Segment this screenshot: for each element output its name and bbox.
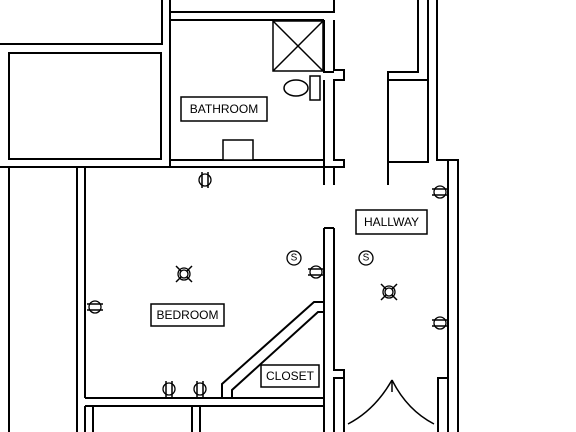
hallway-label: HALLWAY [355, 209, 428, 235]
bedroom-label-text: BEDROOM [156, 308, 218, 322]
ceiling-light-icon [175, 265, 193, 283]
bathroom-label: BATHROOM [180, 96, 268, 122]
hallway-label-text: HALLWAY [364, 215, 419, 229]
switch-letter: S [291, 253, 298, 264]
duplex-outlet-icon [308, 265, 324, 279]
shower-stall [272, 20, 324, 72]
closet-walls [221, 301, 324, 398]
hallway-walls [387, 0, 459, 432]
duplex-outlet-icon [162, 381, 176, 397]
duplex-outlet-icon [87, 300, 103, 314]
toilet [283, 75, 321, 101]
upper-left-wall [0, 0, 171, 168]
bedroom-label: BEDROOM [150, 303, 225, 327]
bedroom-walls [8, 167, 345, 432]
bathroom-label-text: BATHROOM [190, 102, 258, 116]
duplex-outlet-icon [198, 172, 212, 188]
double-door [334, 377, 448, 432]
duplex-outlet-icon [193, 381, 207, 397]
closet-label: CLOSET [260, 364, 320, 388]
switch-icon: S [286, 250, 302, 266]
switch-letter: S [363, 253, 370, 264]
duplex-outlet-icon [432, 316, 448, 330]
duplex-outlet-icon [432, 185, 448, 199]
ceiling-light-icon [380, 283, 398, 301]
closet-label-text: CLOSET [266, 369, 315, 383]
vanity-sink [222, 139, 254, 161]
switch-icon: S [358, 250, 374, 266]
